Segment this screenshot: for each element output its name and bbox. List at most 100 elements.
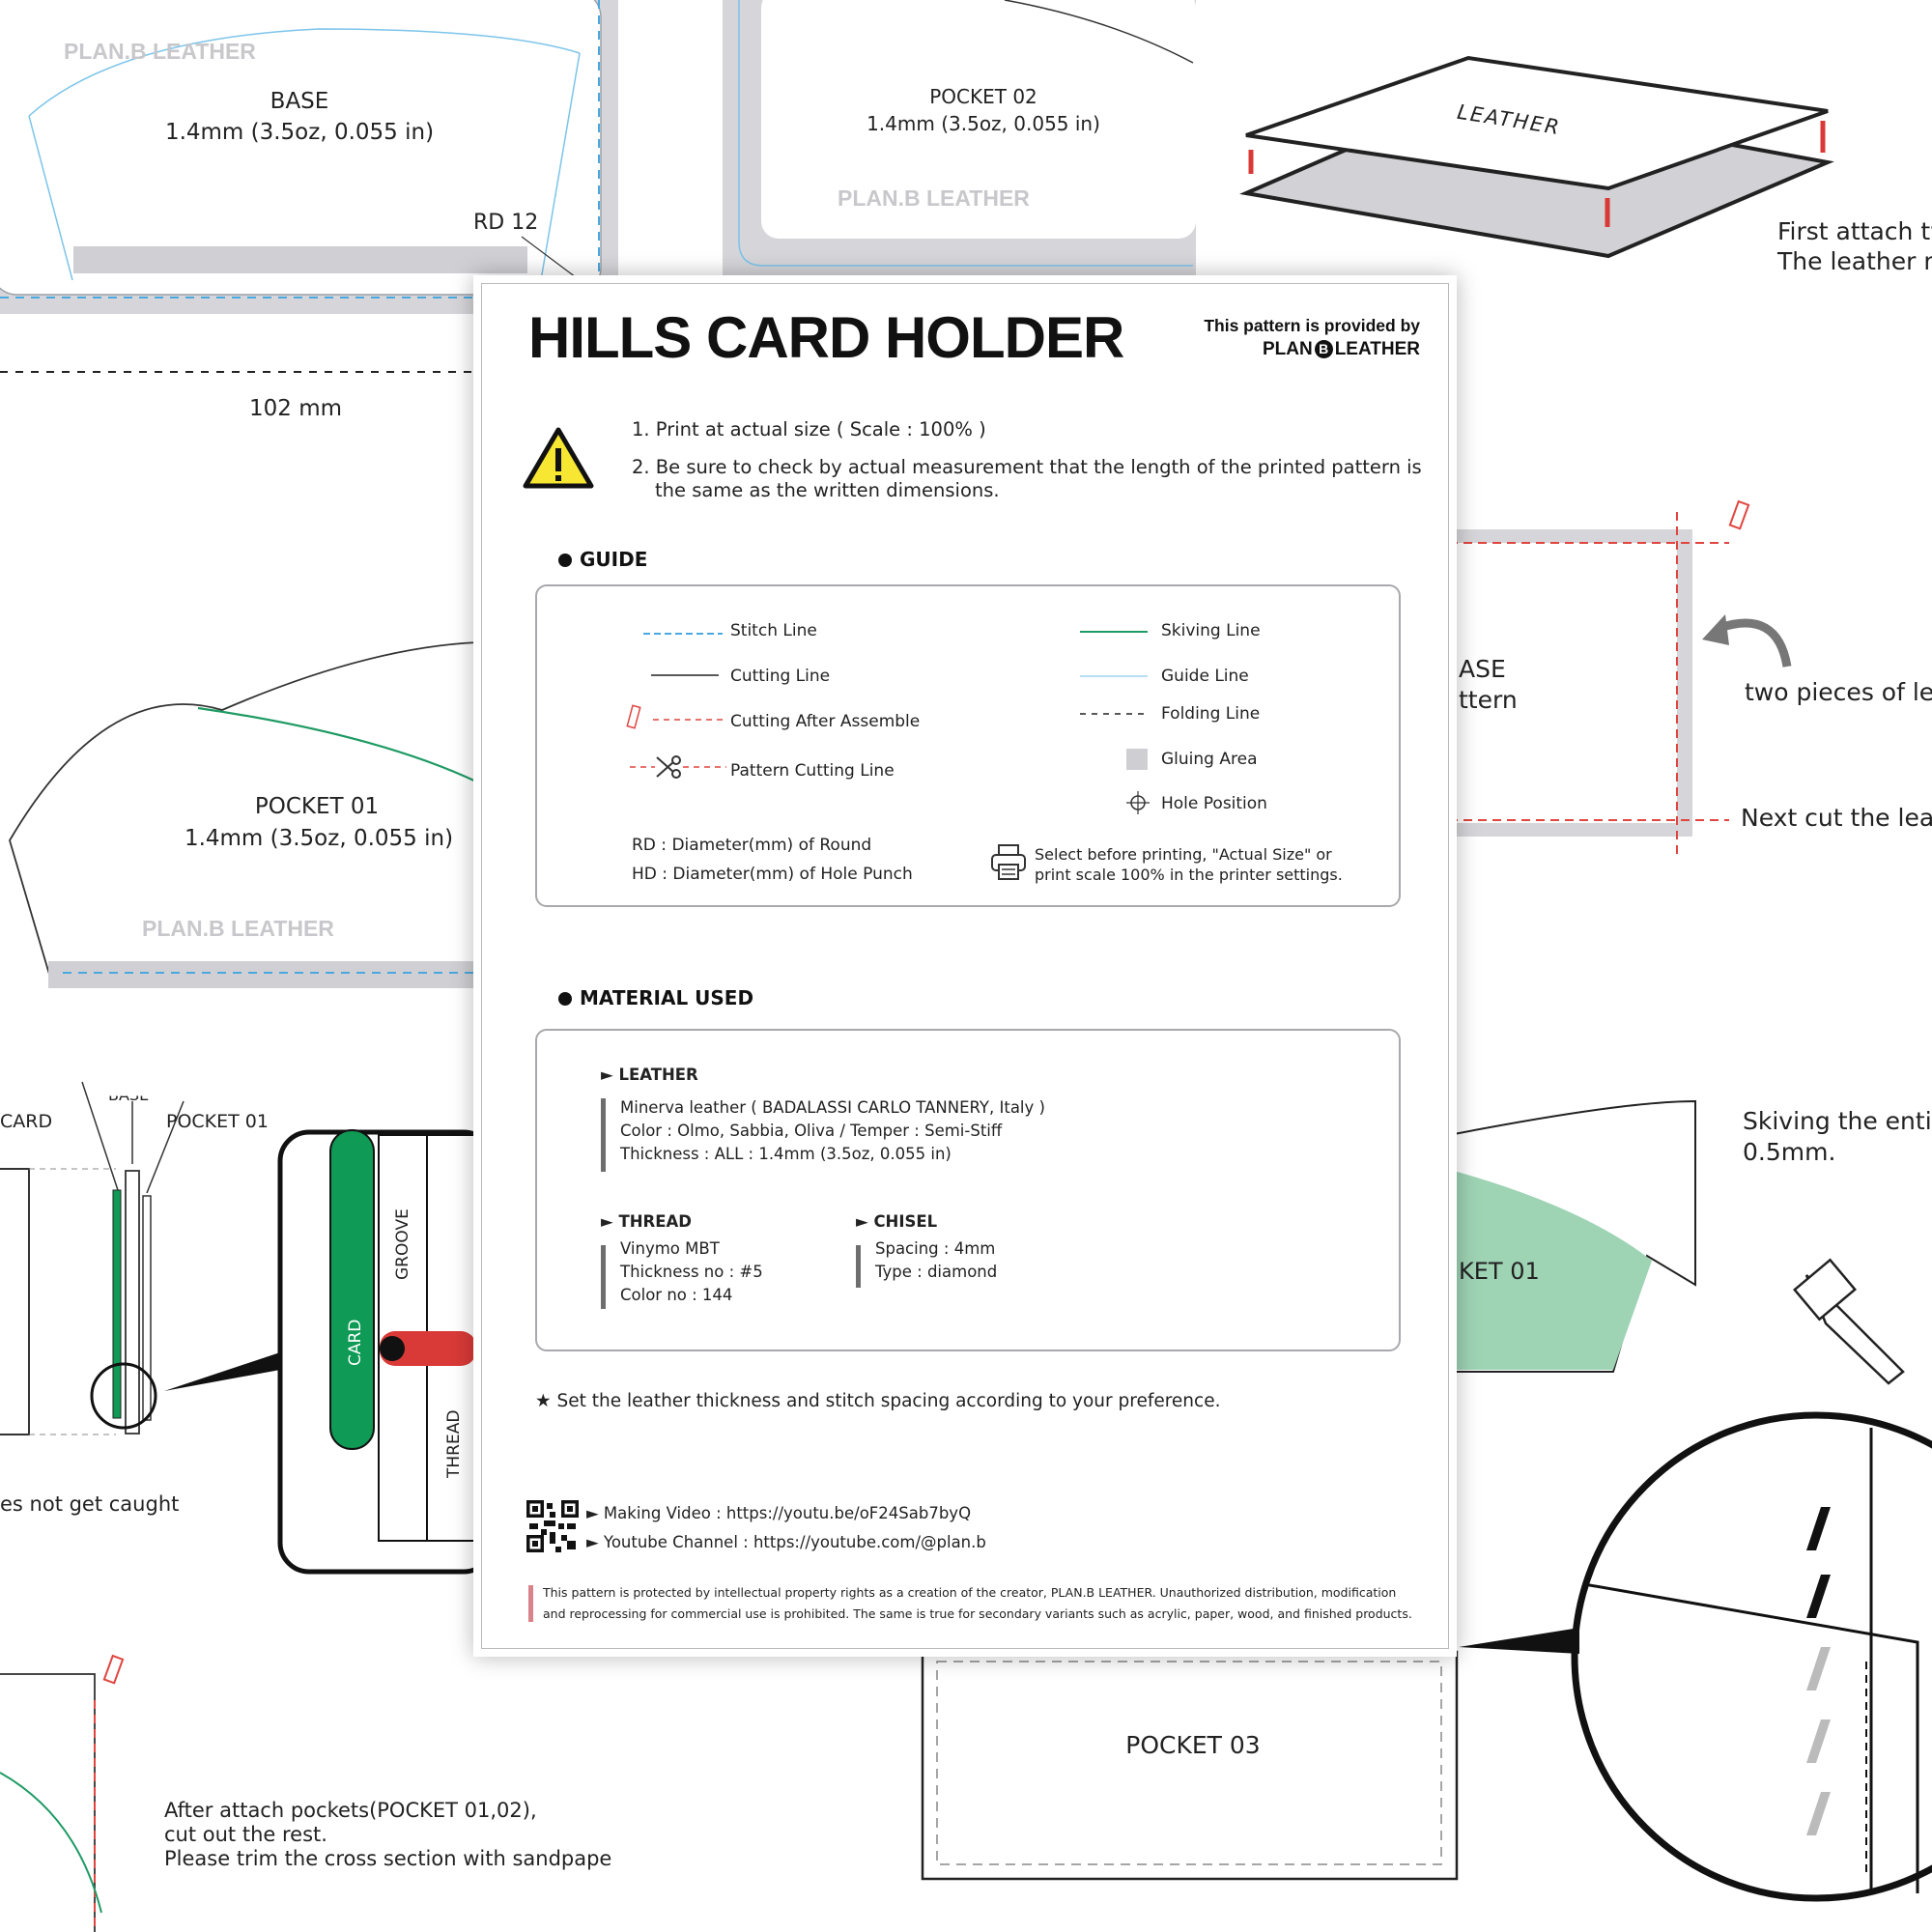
after-attach-line1: After attach pockets(POCKET 01,02), <box>164 1799 537 1822</box>
hd-note: HD : Diameter(mm) of Hole Punch <box>632 865 913 884</box>
base-label: BASE <box>270 89 329 114</box>
card-vertical-label: CARD <box>346 1319 365 1366</box>
print-note-line1: Select before printing, "Actual Size" or <box>1035 845 1332 864</box>
skiving-line2: 0.5mm. <box>1743 1138 1836 1166</box>
pocket03-pattern-piece <box>921 1650 1459 1881</box>
base-pattern-piece <box>0 0 618 373</box>
legend-cutting-line: Cutting Line <box>730 667 831 686</box>
guide-box: Stitch Line Cutting Line Cutting After A… <box>535 584 1401 907</box>
brand-left: PLAN <box>1262 339 1313 359</box>
pocket01-label: POCKET 01 <box>254 794 380 819</box>
leather-layers-illustration <box>1239 55 1834 259</box>
pocket01-pattern-piece <box>9 641 479 988</box>
base-small-label: BASE <box>108 1086 150 1104</box>
gluing-area-icon <box>1126 749 1148 770</box>
guide-line-icon <box>1080 675 1148 677</box>
dimension-label: 102 mm <box>249 396 343 421</box>
rd-label: RD 12 <box>473 211 539 235</box>
youtube-channel-link[interactable]: ► Youtube Channel : https://youtube.com/… <box>586 1533 986 1551</box>
pocket02-pattern-piece <box>723 0 1196 280</box>
page-title: HILLS CARD HOLDER <box>528 305 1124 370</box>
stitch-line-icon <box>643 633 723 635</box>
pocket02-label: POCKET 02 <box>929 85 1037 108</box>
thread-line2: Thickness no : #5 <box>620 1263 763 1281</box>
sheet-border <box>481 283 1449 1649</box>
after-attach-line3: Please trim the cross section with sandp… <box>164 1847 612 1870</box>
bottom-left-cut-illustration <box>0 1654 125 1932</box>
preference-note: ★ Set the leather thickness and stitch s… <box>535 1391 1221 1411</box>
base-spec: 1.4mm (3.5oz, 0.055 in) <box>164 120 435 145</box>
hole-position-icon <box>1126 791 1150 814</box>
brand-mark-icon: B <box>1314 340 1333 358</box>
pattern-info-sheet: HILLS CARD HOLDER This pattern is provid… <box>473 275 1457 1657</box>
scissors-icon <box>630 753 726 781</box>
after-attach-line2: cut out the rest. <box>164 1823 327 1846</box>
leather-bar <box>601 1098 606 1172</box>
magnifier-illustration <box>1459 1411 1932 1902</box>
leather-line1: Minerva leather ( BADALASSI CARLO TANNER… <box>620 1098 1045 1117</box>
folding-line-icon <box>1080 713 1148 715</box>
leather-line3: Thickness : ALL : 1.4mm (3.5oz, 0.055 in… <box>620 1145 952 1163</box>
legend-gluing-area: Gluing Area <box>1161 750 1258 769</box>
leather-line2: Color : Olmo, Sabbia, Oliva / Temper : S… <box>620 1122 1003 1140</box>
legend-pattern-cutting-line: Pattern Cutting Line <box>730 761 895 781</box>
legend-skiving-line: Skiving Line <box>1161 621 1261 640</box>
legend-guide-line: Guide Line <box>1161 667 1249 686</box>
copyright-bar <box>528 1585 533 1622</box>
watermark-pocket01: PLAN.B LEATHER <box>142 916 334 941</box>
skiving-line1: Skiving the entire <box>1743 1107 1932 1135</box>
skiving-line-icon <box>1080 631 1148 633</box>
warning-icon <box>523 427 594 489</box>
pocket02-spec: 1.4mm (3.5oz, 0.055 in) <box>867 112 1100 135</box>
pocket01-spec: 1.4mm (3.5oz, 0.055 in) <box>184 826 454 851</box>
chisel-line2: Type : diamond <box>875 1263 998 1281</box>
card-label: CARD <box>0 1111 53 1132</box>
leather-heading: ► LEATHER <box>601 1065 698 1084</box>
skived-pocket-illustration <box>1448 1099 1905 1385</box>
pocket01-partial: KET 01 <box>1459 1258 1540 1285</box>
first-attach-line1: First attach tw <box>1777 217 1932 245</box>
thread-bar <box>601 1245 606 1309</box>
print-note-line2: print scale 100% in the printer settings… <box>1035 866 1343 884</box>
base-partial-illustration <box>1449 499 1792 855</box>
qr-code-icon <box>526 1500 579 1552</box>
base-partial-line2: ttern <box>1459 686 1518 714</box>
legend-cutting-after-assemble: Cutting After Assemble <box>730 712 921 731</box>
material-section-title: MATERIAL USED <box>558 986 753 1009</box>
copyright-line2: and reprocessing for commercial use is p… <box>543 1606 1412 1621</box>
thread-label: THREAD <box>444 1409 464 1478</box>
instruction-2-line1: 2. Be sure to check by actual measuremen… <box>632 456 1422 478</box>
making-video-link[interactable]: ► Making Video : https://youtu.be/oF24Sa… <box>586 1504 972 1522</box>
thread-heading: ► THREAD <box>601 1212 692 1231</box>
thread-line3: Color no : 144 <box>620 1286 733 1304</box>
base-partial-line1: ASE <box>1459 655 1506 683</box>
rd-note: RD : Diameter(mm) of Round <box>632 836 872 855</box>
cutting-after-assemble-icon <box>626 704 723 729</box>
first-attach-line2: The leather m <box>1777 247 1932 275</box>
chisel-bar <box>856 1245 861 1288</box>
brand-right: LEATHER <box>1334 339 1420 359</box>
legend-stitch-line: Stitch Line <box>730 621 817 640</box>
instruction-2-line2: the same as the written dimensions. <box>655 479 1000 501</box>
pocket03-label: POCKET 03 <box>1125 1731 1261 1759</box>
groove-label: GROOVE <box>393 1208 412 1280</box>
instruction-1: 1. Print at actual size ( Scale : 100% ) <box>632 418 986 440</box>
not-caught-text: es not get caught <box>0 1492 180 1516</box>
printer-icon <box>991 844 1026 880</box>
copyright-line1: This pattern is protected by intellectua… <box>543 1585 1397 1600</box>
cross-section-illustration <box>0 1081 496 1575</box>
guide-section-title: GUIDE <box>558 548 647 571</box>
cutting-line-icon <box>651 674 719 676</box>
legend-hole-position: Hole Position <box>1161 794 1267 813</box>
material-box: ► LEATHER Minerva leather ( BADALASSI CA… <box>535 1029 1401 1351</box>
chisel-line1: Spacing : 4mm <box>875 1239 996 1258</box>
two-pieces-text: two pieces of lea <box>1745 678 1932 706</box>
thread-line1: Vinymo MBT <box>620 1239 720 1258</box>
legend-folding-line: Folding Line <box>1161 704 1261 724</box>
pocket01-small-label: POCKET 01 <box>166 1111 269 1132</box>
chisel-heading: ► CHISEL <box>856 1212 938 1231</box>
watermark-pocket02: PLAN.B LEATHER <box>838 185 1030 211</box>
watermark-base: PLAN.B LEATHER <box>64 39 256 64</box>
